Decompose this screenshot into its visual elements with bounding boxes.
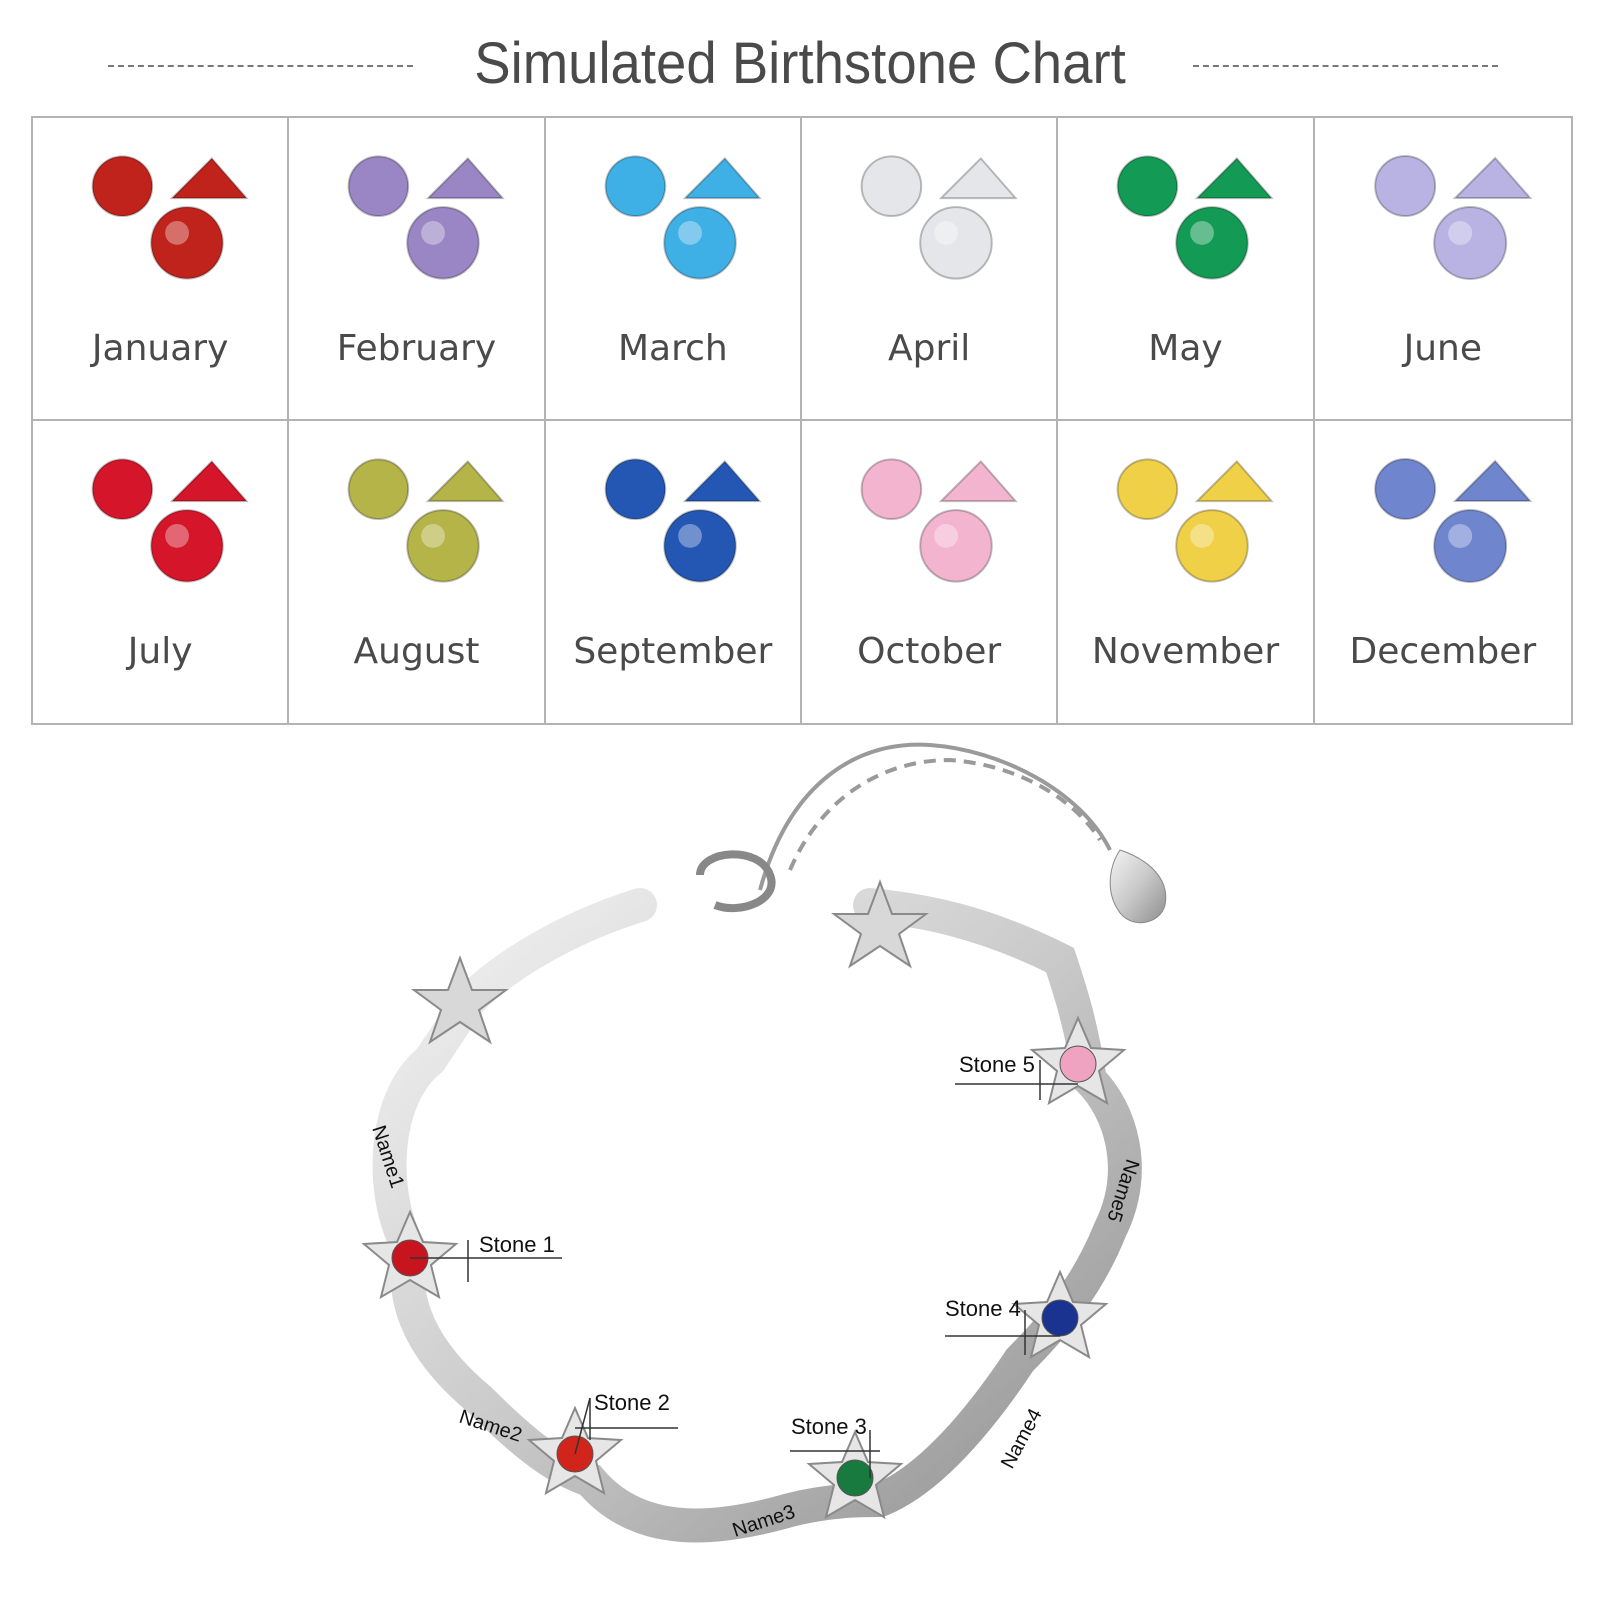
left-dashed-rule (108, 65, 413, 67)
gemstones-icon (347, 457, 506, 583)
birthstone-cell-november: November (1058, 420, 1315, 723)
gemstones-icon (1373, 155, 1533, 280)
chart-title: Simulated Birthstone Chart (474, 31, 1126, 96)
stone-1-label: Stone 1 (479, 1232, 555, 1257)
gemstones-icon (604, 155, 762, 280)
stone-5-gem (1059, 1045, 1097, 1083)
birthstone-cell-september: September (546, 420, 802, 723)
birthstone-cell-january: January (33, 118, 290, 421)
lobster-clasp-icon (696, 850, 776, 913)
bracelet-illustration: Name1 Name2 Name3 Name4 Name5 Stone 1 St… (0, 730, 1600, 1600)
month-label: May (1148, 328, 1223, 369)
month-label: March (617, 328, 728, 369)
month-label: December (1349, 630, 1537, 672)
chart-header: Simulated Birthstone Chart (0, 28, 1600, 98)
birthstone-cell-march: March (545, 118, 802, 421)
stone-4-label: Stone 4 (945, 1296, 1021, 1321)
month-label: June (1403, 328, 1483, 369)
gemstones-icon (1116, 155, 1275, 280)
birthstone-cell-june: June (1314, 118, 1571, 421)
month-label: January (91, 328, 229, 369)
birthstone-cell-july: July (33, 420, 290, 723)
right-dashed-rule (1193, 65, 1498, 67)
extender-chain-icon (758, 742, 1112, 891)
month-label: September (573, 630, 773, 672)
gemstones-icon (860, 457, 1018, 583)
month-label: July (127, 630, 193, 672)
teardrop-charm-icon (1109, 849, 1167, 924)
gemstones-icon (91, 155, 249, 280)
birthstone-cell-february: February (289, 118, 546, 421)
month-label: November (1091, 630, 1280, 672)
star-charm-icon (830, 879, 930, 969)
birthstone-cell-may: May (1058, 118, 1315, 421)
gemstones-icon (347, 155, 506, 280)
stone-4-gem (1041, 1299, 1079, 1337)
month-label: February (336, 328, 497, 369)
bracelet-drawing: Name1 Name2 Name3 Name4 Name5 (361, 742, 1167, 1543)
birthstone-cell-december: December (1315, 421, 1571, 724)
star-charm-icon (410, 955, 510, 1045)
birthstone-cell-august: August (289, 420, 546, 723)
gemstones-icon (1116, 457, 1275, 583)
stone-3-gem (836, 1459, 874, 1497)
gemstones-icon (91, 457, 249, 583)
month-label: April (888, 328, 971, 369)
stone-5-label: Stone 5 (959, 1052, 1035, 1077)
month-label: August (353, 630, 480, 672)
stone-2-label: Stone 2 (594, 1390, 670, 1415)
birthstone-cell-april: April (802, 118, 1059, 421)
birthstone-cell-october: October (802, 420, 1059, 723)
gemstones-icon (860, 155, 1018, 280)
gemstones-icon (1373, 457, 1533, 583)
gemstones-icon (604, 457, 762, 583)
month-label: October (857, 630, 1002, 672)
engraved-name-4: Name4 (997, 1405, 1047, 1472)
stone-3-label: Stone 3 (791, 1414, 867, 1439)
